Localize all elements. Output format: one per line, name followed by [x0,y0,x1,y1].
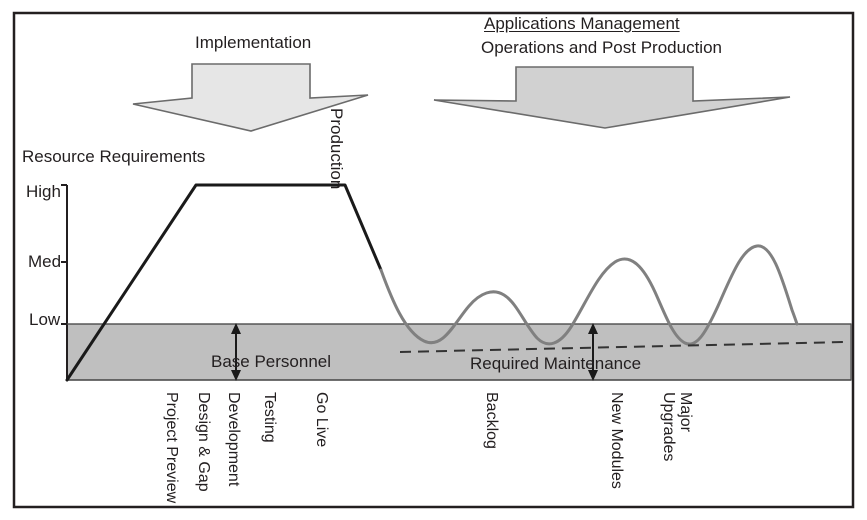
operations-wave-curve [379,244,799,346]
implementation-arrow [132,63,369,132]
operations-post-production-subtitle: Operations and Post Production [481,38,722,57]
production-label: Production [327,108,346,190]
x-label-testing: Testing [261,392,278,443]
base-personnel-band [66,323,852,381]
y-tick-label-low: Low [29,310,61,329]
x-label-development: Development [225,392,242,487]
x-label-backlog: Backlog [483,392,500,449]
x-label-go-live: Go Live [313,392,330,448]
implementation-ramp-curve [65,183,383,382]
x-label-project-preview: Project Preview [163,392,180,504]
required-maintenance-label: Required Maintenance [470,354,642,373]
required-maintenance-arrow [588,323,598,381]
base-personnel-arrow [231,323,241,381]
applications-management-title: Applications Management [484,14,680,33]
required-maintenance-dashed-line [399,341,846,353]
outer-frame [12,11,855,509]
axis-title-resource-requirements: Resource Requirements [22,147,206,166]
y-tick-label-med: Med [28,252,62,271]
y-tick-label-high: High [26,182,61,201]
operations-arrow [433,66,791,129]
base-personnel-label: Base Personnel [211,352,332,371]
x-label-design-and-gap: Design & Gap [195,392,212,492]
x-label-new-modules: New Modules [608,392,625,489]
implementation-title: Implementation [195,33,312,52]
